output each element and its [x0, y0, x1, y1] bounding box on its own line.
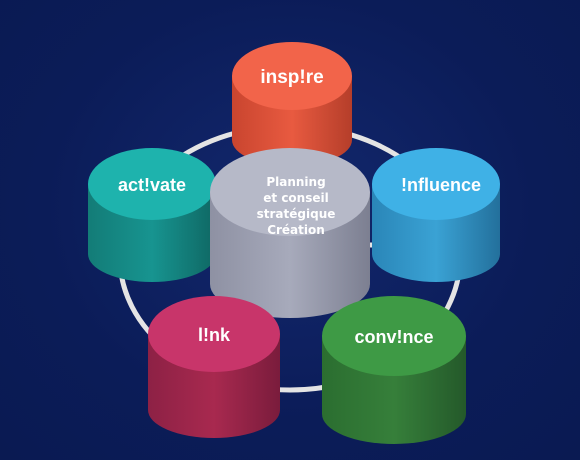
node-influence: !nfluence	[372, 148, 500, 282]
node-inspire: insp!re	[232, 42, 352, 166]
convince-cylinder-top	[322, 296, 466, 376]
activate-label: act!vate	[118, 175, 186, 195]
node-activate: act!vate	[88, 148, 216, 282]
center-line-2: et conseil	[263, 191, 328, 205]
center-line-4: Création	[267, 223, 325, 237]
center-cylinder-top	[210, 148, 370, 236]
activate-cylinder-top	[88, 148, 216, 220]
influence-label: !nfluence	[401, 175, 481, 195]
convince-label: conv!nce	[354, 327, 433, 347]
link-cylinder-top	[148, 296, 280, 372]
link-label: l!nk	[198, 325, 231, 345]
influence-cylinder-top	[372, 148, 500, 220]
node-convince: conv!nce	[322, 296, 466, 444]
center-line-1: Planning	[266, 175, 325, 189]
inspire-cylinder-top	[232, 42, 352, 110]
node-center: Planning et conseil stratégique Création	[210, 148, 370, 318]
center-line-3: stratégique	[257, 207, 336, 221]
node-link: l!nk	[148, 296, 280, 438]
inspire-label: insp!re	[260, 67, 323, 88]
